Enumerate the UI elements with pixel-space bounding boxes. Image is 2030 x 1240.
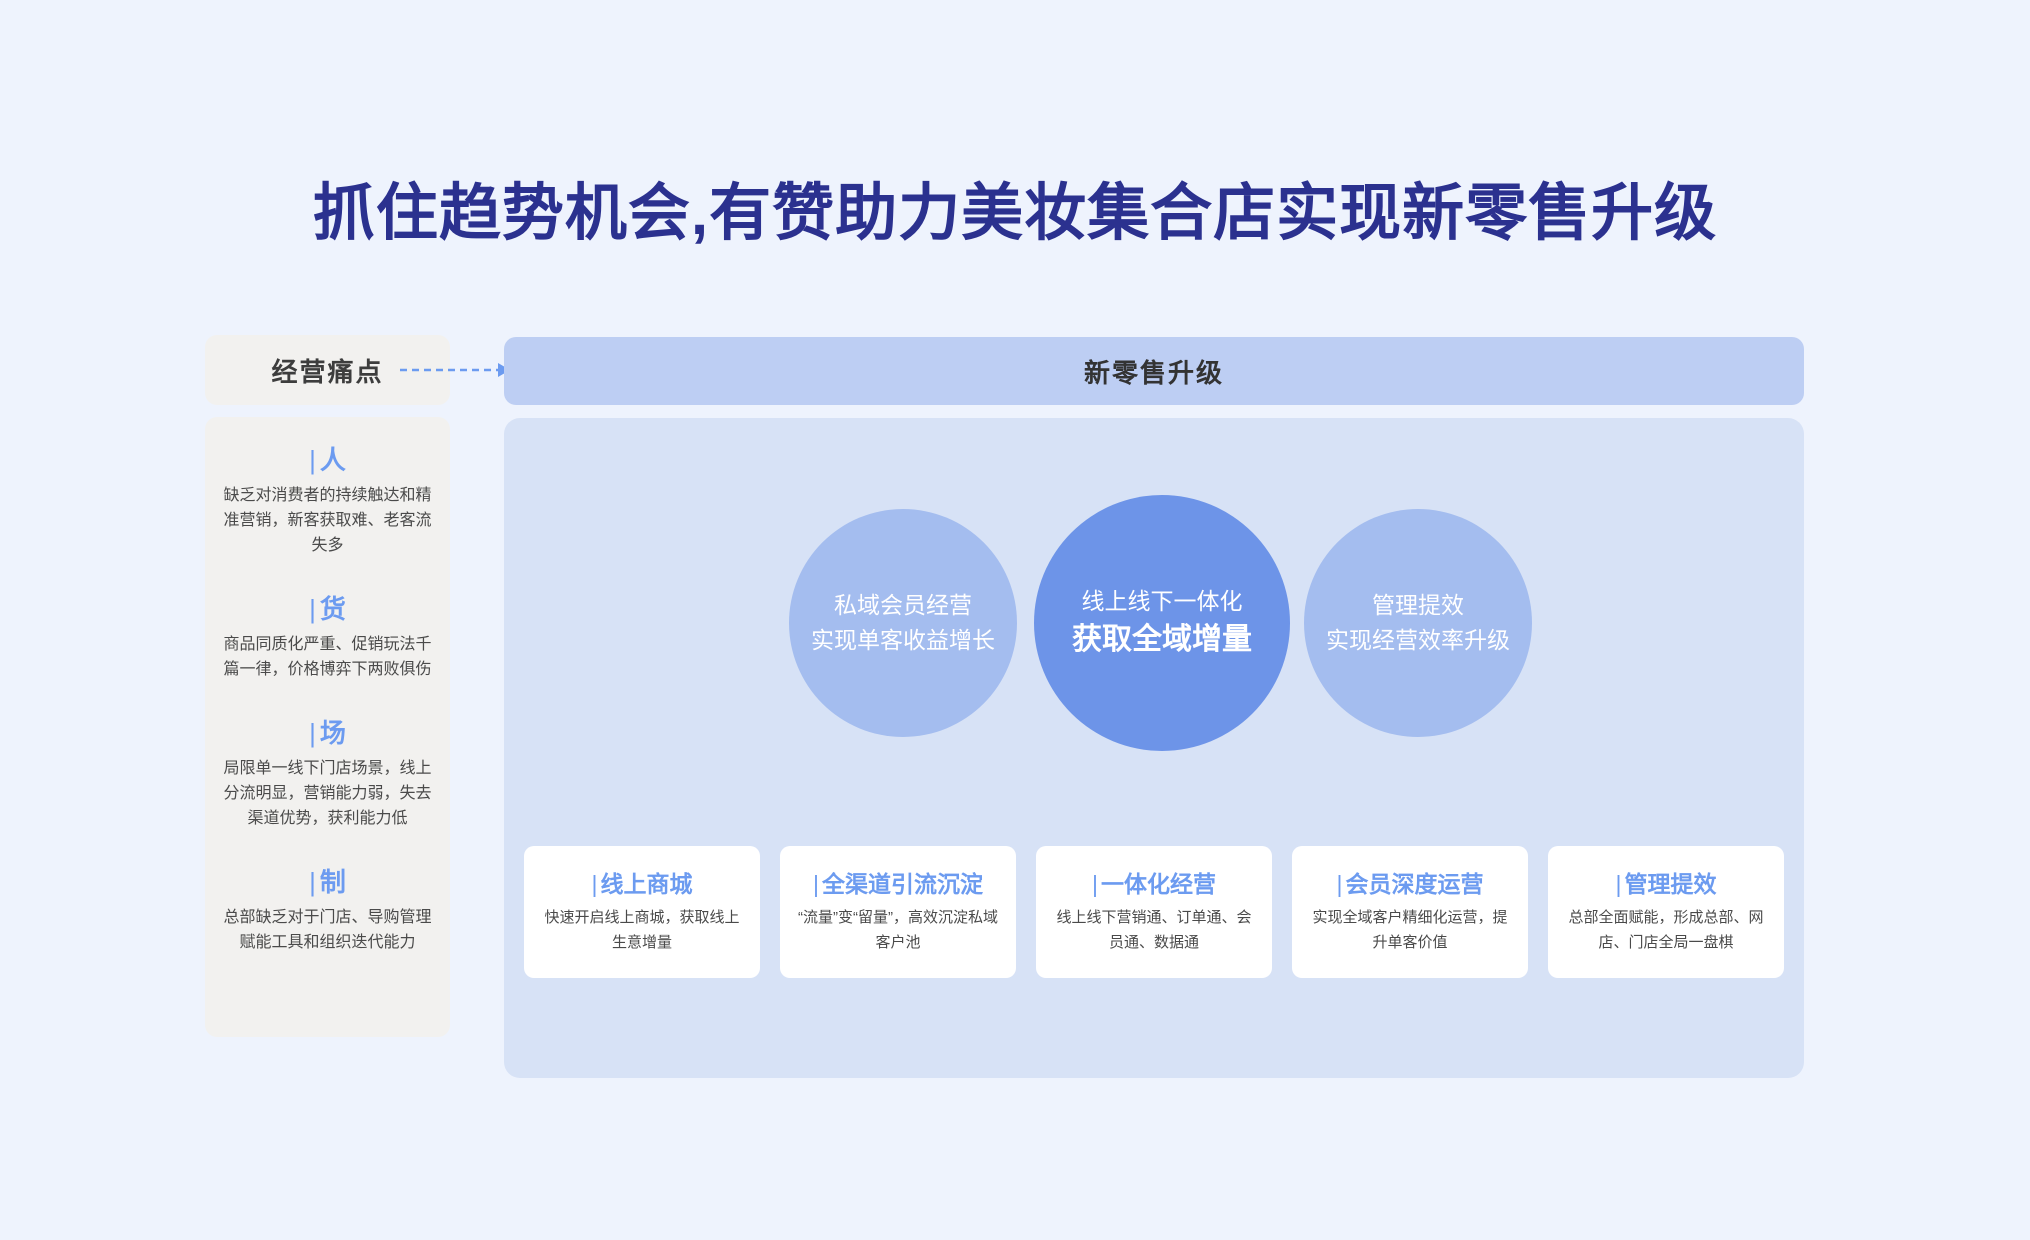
capability-card-management-efficiency[interactable]: |管理提效 总部全面赋能，形成总部、网店、门店全局一盘棋 [1548,846,1784,978]
pain-point-title-text: 人 [319,445,346,475]
accent-bar-icon: | [813,871,819,897]
card-desc: 线上线下营销通、订单通、会员通、数据通 [1056,909,1252,951]
circle-online-offline-integration: 线上线下一体化 获取全域增量 [1034,495,1290,751]
accent-bar-icon: | [309,445,316,475]
pain-point-desc-zhi: 总部缺乏对于门店、导购管理赋能工具和组织迭代能力 [223,909,432,951]
venn-circle-group: 私域会员经营 实现单客收益增长 管理提效 实现经营效率升级 线上线下一体化 获取… [504,418,1804,818]
card-title: |会员深度运营 [1306,868,1514,900]
new-retail-banner: 新零售升级 [504,337,1804,405]
pain-point-item-zhi: |制 总部缺乏对于门店、导购管理赋能工具和组织迭代能力 [219,865,436,955]
pain-points-sidebar: 经营痛点 |人 缺乏对消费者的持续触达和精准营销，新客获取难、老客流失多 |货 … [205,335,450,1037]
circle-line-2: 获取全域增量 [1072,623,1252,656]
accent-bar-icon: | [1615,871,1622,897]
accent-bar-icon: | [1336,871,1343,897]
capability-card-member-operations[interactable]: |会员深度运营 实现全域客户精细化运营，提升单客价值 [1292,846,1528,978]
card-title-text: 一体化经营 [1100,871,1216,897]
accent-bar-icon: | [309,718,316,748]
pain-point-desc-huo: 商品同质化严重、促销玩法千篇一律，价格博弈下两败俱伤 [223,636,432,678]
capability-card-row: |线上商城 快速开启线上商城，获取线上生意增量 |全渠道引流沉淀 “流量”变“留… [524,846,1784,978]
pain-point-desc-chang: 局限单一线下门店场景，线上分流明显，营销能力弱，失去渠道优势，获利能力低 [223,760,432,827]
circle-line-2: 实现经营效率升级 [1326,627,1510,653]
accent-bar-icon: | [309,594,316,624]
card-title-text: 会员深度运营 [1345,871,1484,897]
pain-point-item-chang: |场 局限单一线下门店场景，线上分流明显，营销能力弱，失去渠道优势，获利能力低 [219,716,436,831]
card-desc: “流量”变“留量”，高效沉淀私域客户池 [798,909,998,951]
pain-points-list: |人 缺乏对消费者的持续触达和精准营销，新客获取难、老客流失多 |货 商品同质化… [205,417,450,1037]
circle-line-1: 私域会员经营 [834,592,972,618]
sidebar-heading-label: 经营痛点 [271,356,384,387]
pain-point-item-ren: |人 缺乏对消费者的持续触达和精准营销，新客获取难、老客流失多 [219,443,436,558]
pain-point-title-chang: |场 [219,716,436,750]
card-desc: 快速开启线上商城，获取线上生意增量 [544,909,740,951]
page-title: 抓住趋势机会,有赞助力美妆集合店实现新零售升级 [312,179,1718,248]
card-desc: 总部全面赋能，形成总部、网店、门店全局一盘棋 [1568,909,1764,951]
card-title-text: 全渠道引流沉淀 [821,871,983,897]
pain-point-title-ren: |人 [219,443,436,477]
card-title: |线上商城 [538,868,746,900]
banner-label: 新零售升级 [1083,357,1224,388]
pain-point-title-zhi: |制 [219,865,436,899]
solution-panel: 私域会员经营 实现单客收益增长 管理提效 实现经营效率升级 线上线下一体化 获取… [504,418,1804,1078]
capability-card-online-mall[interactable]: |线上商城 快速开启线上商城，获取线上生意增量 [524,846,760,978]
pain-point-title-text: 货 [319,594,346,624]
pain-point-title-text: 制 [319,867,346,897]
circle-line-1: 线上线下一体化 [1081,588,1243,614]
card-title: |一体化经营 [1050,868,1258,900]
pain-point-title-huo: |货 [219,592,436,626]
pain-point-item-huo: |货 商品同质化严重、促销玩法千篇一律，价格博弈下两败俱伤 [219,592,436,682]
circle-private-domain-membership: 私域会员经营 实现单客收益增长 [789,509,1017,737]
capability-card-omnichannel-traffic[interactable]: |全渠道引流沉淀 “流量”变“留量”，高效沉淀私域客户池 [780,846,1016,978]
card-title: |管理提效 [1562,868,1770,900]
circle-management-efficiency: 管理提效 实现经营效率升级 [1304,509,1532,737]
accent-bar-icon: | [591,871,598,897]
capability-card-integrated-operations[interactable]: |一体化经营 线上线下营销通、订单通、会员通、数据通 [1036,846,1272,978]
accent-bar-icon: | [1092,871,1098,897]
card-desc: 实现全域客户精细化运营，提升单客价值 [1312,909,1508,951]
card-title: |全渠道引流沉淀 [794,868,1002,900]
circle-line-2: 实现单客收益增长 [811,627,995,653]
sidebar-heading-panel: 经营痛点 [205,335,450,405]
pain-point-title-text: 场 [319,718,346,748]
circle-line-1: 管理提效 [1372,592,1464,618]
accent-bar-icon: | [309,867,316,897]
card-title-text: 线上商城 [600,871,693,897]
pain-point-desc-ren: 缺乏对消费者的持续触达和精准营销，新客获取难、老客流失多 [223,487,432,554]
card-title-text: 管理提效 [1624,871,1717,897]
